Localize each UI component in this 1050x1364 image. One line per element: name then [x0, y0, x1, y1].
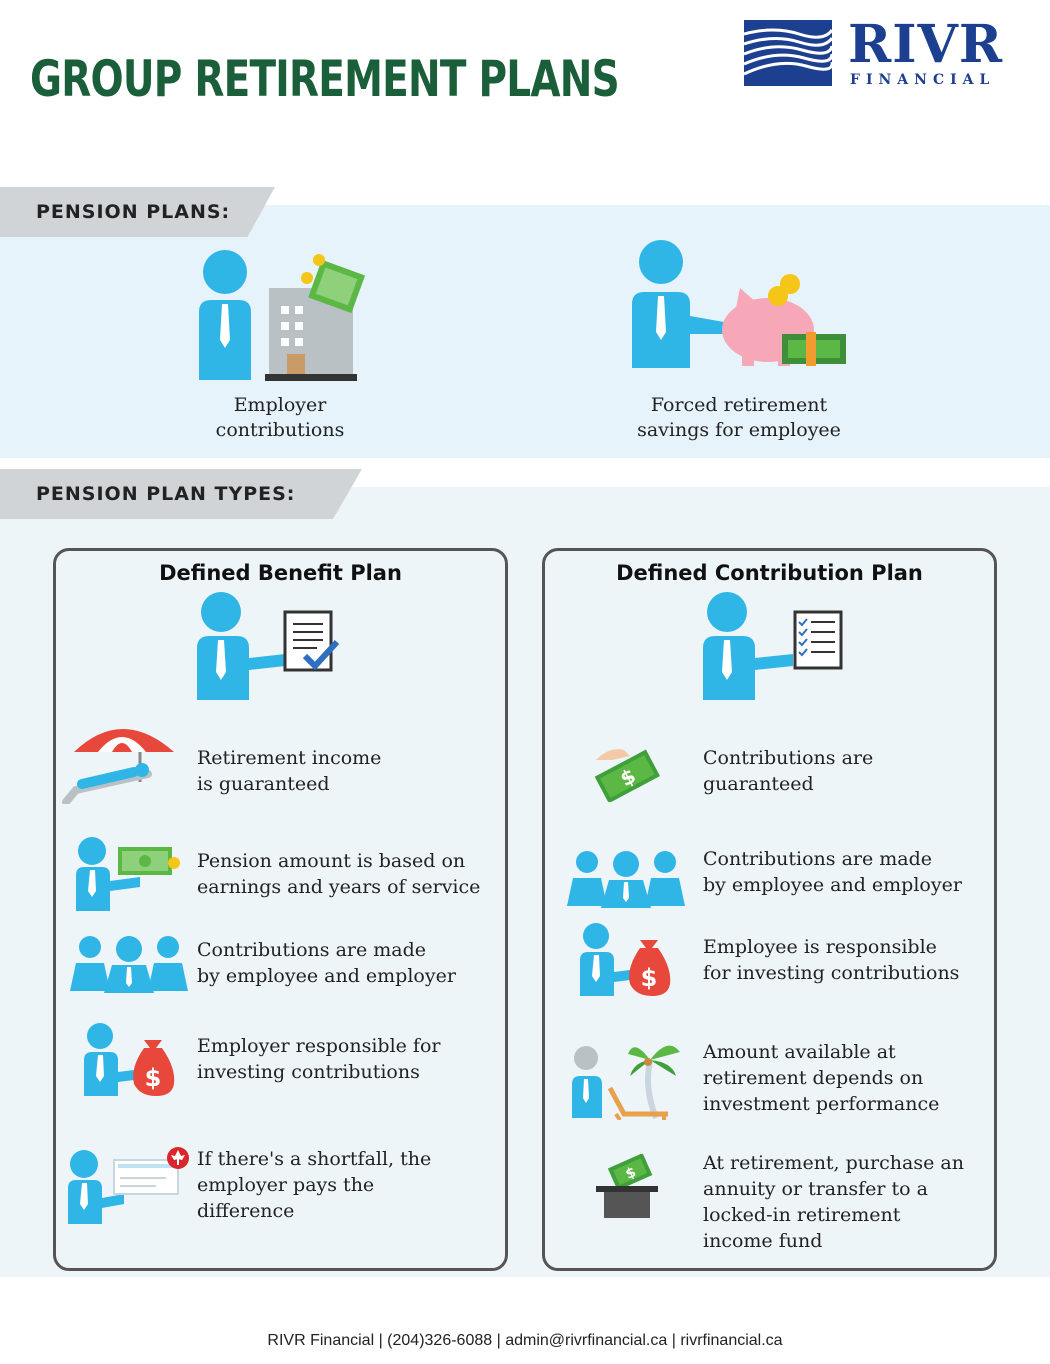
svg-text:$: $ [641, 964, 658, 992]
db-item-1-text: Retirement income is guaranteed [197, 747, 382, 795]
person-money-bag-icon: $ [84, 1023, 175, 1096]
dc-item-2-text: Contributions are made by employee and e… [703, 848, 962, 896]
db-item-5-text: If there's a shortfall, the employer pay… [197, 1148, 432, 1222]
pension-plans-heading: PENSION PLANS: [0, 187, 275, 237]
dc-item-5-text: At retirement, purchase an annuity or tr… [703, 1152, 964, 1252]
logo-name: RIVR [848, 14, 1004, 75]
forced-savings-label: Forced retirement savings for employee [637, 394, 841, 441]
hand-cash-icon: $ [594, 749, 660, 802]
person-money-bag-icon: $ [580, 923, 671, 996]
person-checklist-icon [703, 592, 843, 700]
dc-item-1-text: Contributions are guaranteed [703, 747, 874, 795]
db-item-3-text: Contributions are made by employee and e… [197, 939, 456, 987]
pension-plans-band [0, 205, 1050, 458]
footer-contact: RIVR Financial | (204)326-6088 | admin@r… [267, 1332, 783, 1349]
db-item-4-text: Employer responsible for investing contr… [197, 1035, 441, 1083]
beach-umbrella-icon [62, 729, 174, 804]
palm-tree-lounger-icon [572, 1045, 680, 1120]
page-title: GROUP RETIREMENT PLANS [30, 50, 620, 108]
plan-types-heading: PENSION PLAN TYPES: [0, 469, 362, 519]
defined-benefit-card: Defined Benefit Plan [53, 548, 508, 1271]
group-people-icon [567, 851, 685, 908]
employer-contributions-label: Employer contributions [215, 394, 345, 441]
person-cheque-icon [68, 1147, 189, 1224]
box-money-icon: $ [596, 1154, 658, 1218]
svg-text:$: $ [145, 1064, 162, 1092]
person-piggy-bank-icon [632, 240, 846, 368]
dc-item-3-text: Employee is responsible for investing co… [703, 936, 960, 984]
group-people-icon [70, 936, 188, 993]
db-item-2-text: Pension amount is based on earnings and … [197, 850, 481, 898]
defined-contribution-title: Defined Contribution Plan [616, 561, 923, 585]
person-cash-icon [76, 837, 180, 911]
plan-types-band [0, 487, 1050, 1277]
defined-benefit-title: Defined Benefit Plan [159, 561, 402, 585]
rivr-logo: RIVR FINANCIAL [744, 14, 1004, 90]
person-building-money-icon [199, 250, 365, 381]
defined-contribution-card: Defined Contribution Plan [542, 548, 997, 1271]
rivr-waves-logo-icon [744, 20, 832, 86]
logo-subtitle: FINANCIAL [850, 72, 996, 88]
dc-item-4-text: Amount available at retirement depends o… [703, 1041, 940, 1115]
person-contract-check-icon [197, 592, 340, 700]
